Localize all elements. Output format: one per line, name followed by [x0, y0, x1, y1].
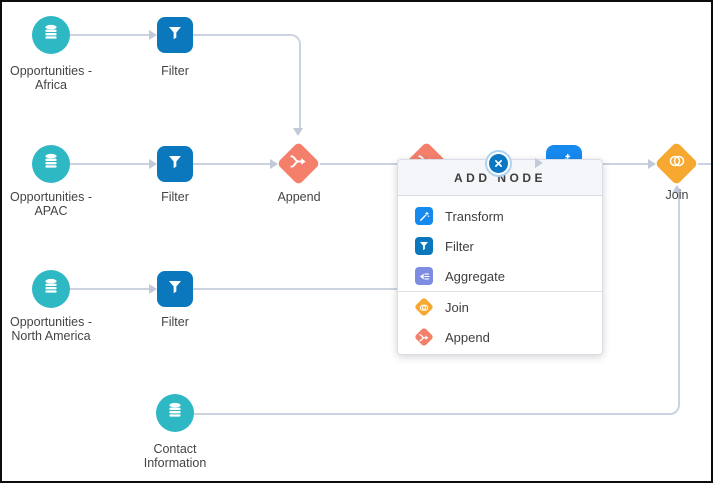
- aggregate-icon: [415, 267, 433, 285]
- close-icon: [489, 154, 508, 173]
- node-filter-africa[interactable]: [157, 17, 193, 53]
- filter-icon: [166, 153, 184, 176]
- node-dataset-opportunities-apac[interactable]: [32, 145, 70, 183]
- menu-item-filter[interactable]: Filter: [398, 231, 602, 261]
- node-dataset-opportunities-africa[interactable]: [32, 16, 70, 54]
- append-icon: [289, 152, 308, 176]
- transform-icon: [415, 207, 433, 225]
- database-icon: [41, 23, 61, 48]
- node-append[interactable]: [276, 141, 321, 186]
- menu-divider: [398, 291, 602, 292]
- edge-filter-africa-to-append: [193, 34, 301, 130]
- node-label: Contact Information: [143, 442, 207, 470]
- edge-filter-na-under-popup: [193, 288, 398, 290]
- edge-contact-to-join: [194, 191, 680, 415]
- arrowhead-icon: [149, 284, 157, 294]
- menu-item-label: Aggregate: [445, 268, 505, 284]
- arrowhead-icon: [270, 159, 278, 169]
- node-label: Filter: [161, 315, 189, 329]
- arrowhead-icon: [149, 30, 157, 40]
- edge-append-to-hidden-append: [320, 163, 410, 165]
- menu-item-append[interactable]: Append: [398, 322, 602, 352]
- edge-africa-to-filter: [70, 34, 150, 36]
- database-icon: [165, 401, 185, 426]
- filter-icon: [166, 24, 184, 47]
- filter-icon: [166, 278, 184, 301]
- arrowhead-icon: [672, 185, 682, 193]
- menu-item-transform[interactable]: Transform: [398, 201, 602, 231]
- database-icon: [41, 277, 61, 302]
- edge-apac-to-filter: [70, 163, 149, 165]
- add-node-popup-title: ADD NODE: [398, 160, 602, 196]
- edge-transform-to-join: [603, 163, 650, 165]
- arrowhead-icon: [535, 158, 543, 168]
- filter-icon: [415, 237, 433, 255]
- node-filter-north-america[interactable]: [157, 271, 193, 307]
- node-label: Opportunities - Africa: [10, 64, 92, 92]
- database-icon: [41, 152, 61, 177]
- node-join[interactable]: [654, 141, 699, 186]
- append-icon: [414, 327, 434, 347]
- node-dataset-opportunities-north-america[interactable]: [32, 270, 70, 308]
- close-add-node-button[interactable]: [485, 150, 512, 177]
- edge-join-output: [698, 163, 711, 165]
- join-icon: [667, 151, 687, 176]
- join-icon: [414, 297, 434, 317]
- node-label: Append: [277, 190, 321, 204]
- node-label: Opportunities - APAC: [10, 190, 92, 218]
- menu-item-label: Append: [445, 329, 490, 345]
- node-label: Filter: [161, 64, 189, 78]
- edge-na-to-filter: [70, 288, 149, 290]
- node-filter-apac[interactable]: [157, 146, 193, 182]
- arrowhead-icon: [293, 128, 303, 136]
- node-label: Join: [665, 188, 689, 202]
- menu-item-join[interactable]: Join: [398, 292, 602, 322]
- add-node-popup: ADD NODE Transform Filter Aggregate: [397, 159, 603, 355]
- menu-item-label: Filter: [445, 238, 474, 254]
- menu-item-label: Transform: [445, 208, 504, 224]
- node-dataset-contact-information[interactable]: [156, 394, 194, 432]
- edge-filter-apac-to-append: [193, 163, 271, 165]
- node-label: Opportunities - North America: [10, 315, 92, 343]
- arrowhead-icon: [648, 159, 656, 169]
- menu-item-label: Join: [445, 299, 469, 315]
- menu-item-aggregate[interactable]: Aggregate: [398, 261, 602, 291]
- node-label: Filter: [161, 190, 189, 204]
- arrowhead-icon: [149, 159, 157, 169]
